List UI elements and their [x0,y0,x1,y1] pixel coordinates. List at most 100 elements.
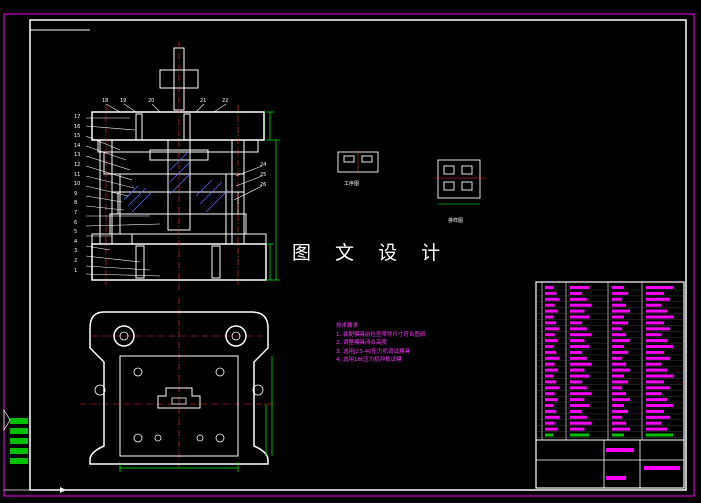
bom-cell-mark [570,398,585,402]
tech-note-4: 4. 选用16t压力机冲裁试模 [336,357,402,364]
bom-cell-mark [646,309,667,313]
bom-cell-mark [612,409,628,413]
part-number-left: 8 [74,200,78,207]
bom-cell-mark [612,368,630,372]
bom-cell-mark [570,350,582,354]
title-block-mark [606,476,626,480]
bom-cell-mark [545,386,560,390]
bom-cell-mark [612,297,622,301]
bom-cell-mark [545,433,553,437]
bom-cell-mark [545,368,558,372]
tech-note-1: 1. 装配模具前检查零件尺寸符合图纸 [336,331,426,338]
bom-cell-mark [545,333,555,337]
bom-cell-mark [612,362,626,366]
bom-cell-mark [570,297,587,301]
bom-cell-mark [612,427,630,431]
bom-rows [536,286,684,480]
bom-cell-mark [612,339,630,343]
bom-cell-mark [545,350,557,354]
bom-cell-mark [545,297,560,301]
bom-cell-mark [612,398,630,402]
bom-cell-mark [612,291,628,295]
part-number-left: 7 [74,210,78,216]
part-number-left: 12 [74,162,81,168]
assembly-dimensions [266,111,280,281]
bom-cell-mark [612,356,622,360]
bom-cell-mark [646,327,670,331]
bom-cell-mark [570,368,585,372]
bom-cell-mark [545,286,553,289]
blank-caption: 排样图 [448,218,464,224]
bom-cell-mark [646,291,664,295]
bom-cell-mark [545,398,558,402]
bom-cell-mark [646,362,661,366]
part-number-left: 6 [74,219,78,226]
bom-cell-mark [646,398,667,402]
bom-cell-mark [612,404,624,407]
part-number-left: 14 [74,142,81,149]
bom-cell-mark [570,374,590,378]
bom-cell-mark [545,404,553,407]
bom-cell-mark [570,356,587,360]
bom-cell-mark [545,415,560,419]
bom-cell-mark [612,374,624,378]
bom-cell-mark [646,356,670,360]
part-number-left: 5 [74,229,78,236]
part-number-left: 11 [74,171,81,178]
bom-cell-mark [612,386,622,390]
plan-view-dimensions [119,356,273,472]
bom-cell-mark [646,345,673,348]
bom-cell-mark [545,356,560,360]
inner-border [29,19,687,491]
bom-cell-mark [612,309,630,313]
bom-cell-mark [612,392,626,396]
bom-cell-mark [570,309,585,313]
bom-cell-mark [570,286,590,289]
part-number-right: 26 [260,182,267,188]
bom-cell-mark [570,421,592,425]
bom-cell-mark [646,339,667,343]
bom-cell-mark [570,380,582,384]
bom-cell-mark [646,427,667,431]
bom-cell-mark [570,433,590,437]
part-number-left: 16 [74,123,81,130]
part-number-top: 22 [222,98,229,104]
title-block-mark [644,466,680,470]
bom-cell-mark [570,339,585,343]
tech-notes: 技术要求 1. 装配模具前检查零件尺寸符合图纸 2. 调整模具闭合高度 3. 选… [336,322,426,365]
part-number-right: 25 [260,172,267,178]
bom-cell-mark [570,327,587,331]
bom-cell-mark [570,409,582,413]
bom-cell-mark [646,286,673,289]
part-number-left: 10 [74,181,81,188]
bom-cell-mark [545,339,558,343]
part-number-left: 4 [74,238,78,245]
bom-cell-mark [545,309,558,313]
watermark: 图 文 设 计 [292,242,450,264]
bom-cell-mark [646,297,670,301]
bom-cell-mark [646,433,673,437]
title-block [535,281,685,489]
bom-cell-mark [612,380,628,384]
plan-view [89,311,269,465]
bom-cell-mark [612,415,622,419]
part-number-left: 17 [74,114,81,120]
bom-cell-mark [646,409,664,413]
bom-cell-mark [545,362,555,366]
bom-cell-mark [646,350,664,354]
part-number-left: 1 [74,267,78,274]
bom-cell-mark [545,421,555,425]
bom-cell-mark [612,421,626,425]
outer-border [3,13,695,497]
part-number-left: 13 [74,152,81,159]
bom-cell-mark [545,345,553,348]
bom-cell-mark [570,315,590,319]
tech-notes-title: 技术要求 [336,323,359,329]
bom-cell-mark [612,286,624,289]
bom-cell-mark [612,433,624,437]
bom-cell-mark [646,380,664,384]
blank-layout-view [434,159,486,205]
process-view [337,150,379,174]
left-edge-tags [3,408,66,493]
